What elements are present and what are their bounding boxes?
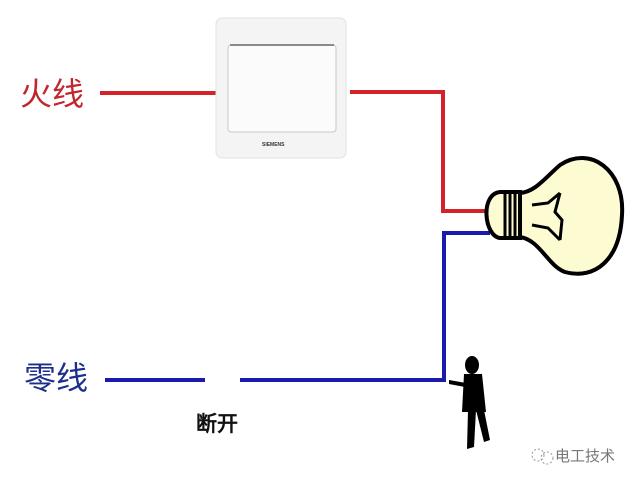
light-bulb-icon: [484, 156, 625, 276]
wall-switch: [215, 17, 347, 159]
neutral-wire: [105, 231, 490, 382]
person-silhouette-icon: [449, 356, 490, 449]
watermark-text: 电工技术: [555, 447, 616, 465]
wechat-logo-icon: [531, 448, 554, 465]
live-wire-label: 火线: [20, 75, 85, 113]
neutral-wire-label: 零线: [24, 359, 89, 397]
live-wire: [100, 90, 490, 213]
break-point-label: 断开: [196, 412, 238, 436]
switch-brand-label: SIEMENS: [262, 142, 285, 148]
